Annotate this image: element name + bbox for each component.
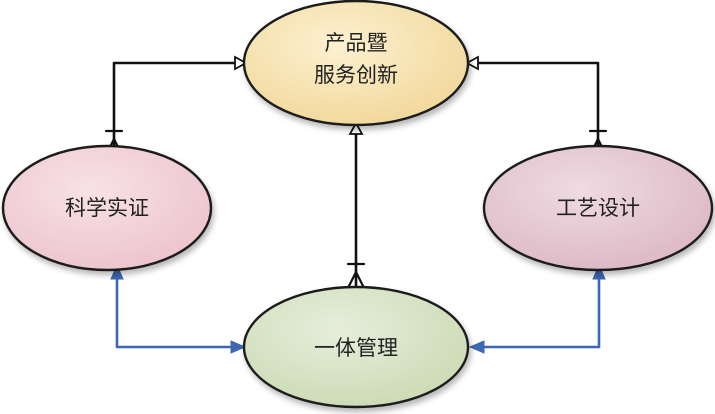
node-scientific-evidence: 科学实证	[1, 144, 213, 272]
connector-management-to-product	[346, 121, 366, 290]
connector-science-management	[110, 263, 247, 354]
node-science-label: 科学实证	[65, 196, 149, 220]
node-product-label-line2: 服务创新	[314, 63, 398, 87]
node-integrated-management: 一体管理	[242, 285, 470, 409]
connector-design-management	[468, 263, 606, 354]
node-design-label: 工艺设计	[556, 196, 640, 220]
node-product-service-innovation: 产品暨 服务创新	[242, 0, 470, 127]
node-management-label: 一体管理	[314, 336, 398, 360]
node-process-design: 工艺设计	[482, 144, 714, 272]
connector-science-to-product	[104, 55, 248, 168]
node-product-label-line1: 产品暨	[325, 31, 388, 55]
